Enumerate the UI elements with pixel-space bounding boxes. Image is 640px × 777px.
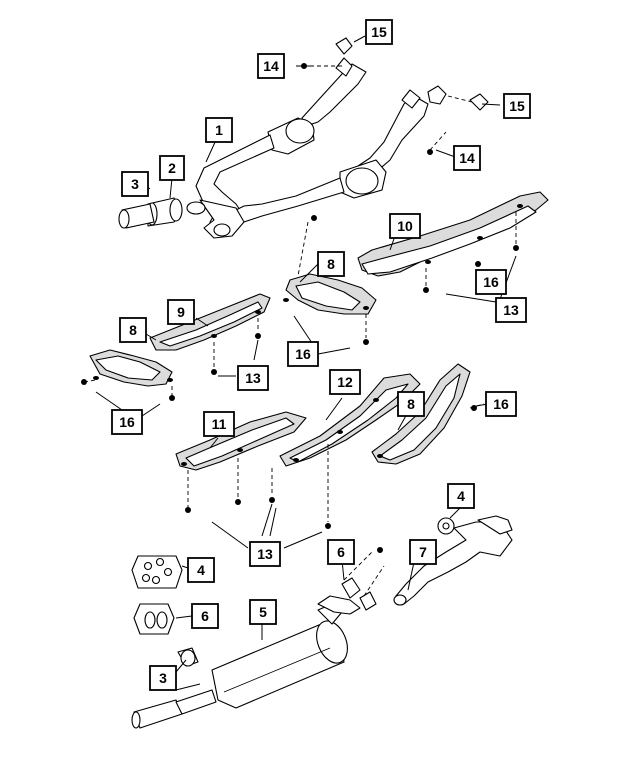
callout-9-label: 9	[177, 304, 185, 320]
callout-8-right: 8	[397, 391, 425, 417]
callout-5-label: 5	[259, 604, 267, 620]
callout-6-center-label: 6	[337, 544, 345, 560]
callout-7-label: 7	[419, 544, 427, 560]
callout-16-center-label: 16	[295, 346, 311, 362]
callout-13-left-label: 13	[245, 370, 261, 386]
callout-4-right: 4	[447, 483, 475, 509]
callout-12-label: 12	[337, 374, 353, 390]
callout-8-left: 8	[119, 317, 147, 343]
callout-13-left: 13	[237, 365, 269, 391]
callout-13-right: 13	[495, 297, 527, 323]
muffler-clamp	[177, 647, 199, 667]
callout-8-center-label: 8	[327, 256, 335, 272]
callout-11-label: 11	[212, 416, 227, 432]
callout-15-top: 15	[365, 19, 393, 45]
hanger-isolator-6	[341, 547, 385, 611]
callout-13-right-label: 13	[503, 302, 519, 318]
callout-6-left: 6	[191, 603, 219, 629]
callout-8-left-label: 8	[129, 322, 137, 338]
callout-15-right-label: 15	[509, 98, 525, 114]
heat-shield-9	[149, 293, 271, 375]
heat-shield-8-left	[81, 349, 175, 401]
callout-13-bottom: 13	[249, 541, 281, 567]
callout-16-center: 16	[287, 341, 319, 367]
callout-12: 12	[329, 369, 361, 395]
callout-3-bottom-label: 3	[159, 670, 167, 686]
callout-10: 10	[389, 213, 421, 239]
callout-6-left-label: 6	[201, 608, 209, 624]
muffler	[211, 595, 361, 709]
callout-16-left-label: 16	[119, 414, 135, 430]
rear-isolator-4	[437, 517, 455, 535]
callout-4-left: 4	[187, 557, 215, 583]
callout-16-right-label: 16	[493, 396, 509, 412]
callout-16-right-top: 16	[475, 269, 507, 295]
callout-4-right-label: 4	[457, 488, 465, 504]
callout-11: 11	[203, 411, 235, 437]
callout-3-bottom: 3	[149, 665, 177, 691]
callout-3-top: 3	[121, 171, 149, 197]
heat-shield-11	[175, 411, 307, 513]
tailpipe-assembly	[393, 515, 513, 606]
callout-16-left: 16	[111, 409, 143, 435]
callout-8-center: 8	[317, 251, 345, 277]
callout-16-right: 16	[485, 391, 517, 417]
callout-14-top-label: 14	[263, 58, 279, 74]
isolator-4-loose	[131, 555, 183, 589]
isolator-6-loose	[133, 603, 175, 635]
callout-1-label: 1	[215, 122, 223, 138]
callout-7: 7	[409, 539, 437, 565]
callout-14-right: 14	[453, 145, 481, 171]
front-pipe-catalytic-converter-assembly	[186, 57, 447, 239]
heat-shield-10	[357, 191, 549, 293]
callout-3-top-label: 3	[131, 176, 139, 192]
pipe-stub-front	[118, 203, 155, 229]
muffler-inlet-pipe	[131, 689, 217, 729]
callout-2-label: 2	[168, 160, 176, 176]
callout-5: 5	[249, 599, 277, 625]
callout-8-right-label: 8	[407, 396, 415, 412]
callout-10-label: 10	[397, 218, 413, 234]
callout-4-left-label: 4	[197, 562, 205, 578]
callout-2: 2	[159, 155, 185, 181]
oxygen-sensor-right	[427, 93, 489, 155]
callout-9: 9	[167, 299, 195, 325]
callout-16-right-top-label: 16	[483, 274, 499, 290]
heat-shield-8-center	[283, 215, 377, 345]
callout-6-center: 6	[327, 539, 355, 565]
callout-14-right-label: 14	[459, 150, 475, 166]
callout-15-top-label: 15	[371, 24, 387, 40]
callout-15-right: 15	[503, 93, 531, 119]
callout-1: 1	[205, 117, 233, 143]
callout-14-top: 14	[257, 53, 285, 79]
callout-13-bottom-label: 13	[257, 546, 273, 562]
